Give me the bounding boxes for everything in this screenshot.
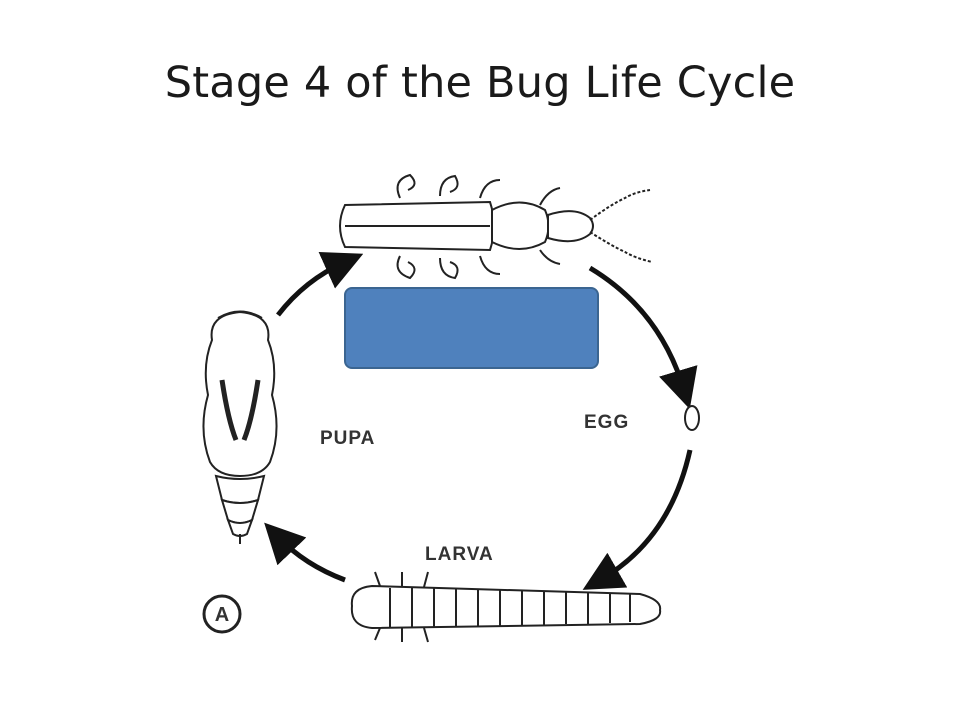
answer-cover-box[interactable]	[344, 287, 599, 369]
larva-icon	[350, 571, 662, 643]
slide-title: Stage 4 of the Bug Life Cycle	[164, 58, 796, 108]
egg-icon	[684, 405, 700, 431]
pupa-label: PUPA	[320, 428, 375, 449]
pupa-icon	[202, 310, 278, 544]
adult-beetle-icon	[339, 173, 653, 280]
panel-marker-label: A	[215, 604, 229, 626]
panel-marker-circle	[202, 594, 242, 634]
arrow-larva-to-pupa	[264, 522, 346, 583]
arrow-egg-to-larva	[582, 449, 693, 590]
arrow-adult-to-egg	[588, 265, 698, 410]
arrow-pupa-to-adult	[276, 251, 364, 317]
larva-label: LARVA	[425, 544, 494, 565]
egg-label: EGG	[584, 412, 629, 433]
